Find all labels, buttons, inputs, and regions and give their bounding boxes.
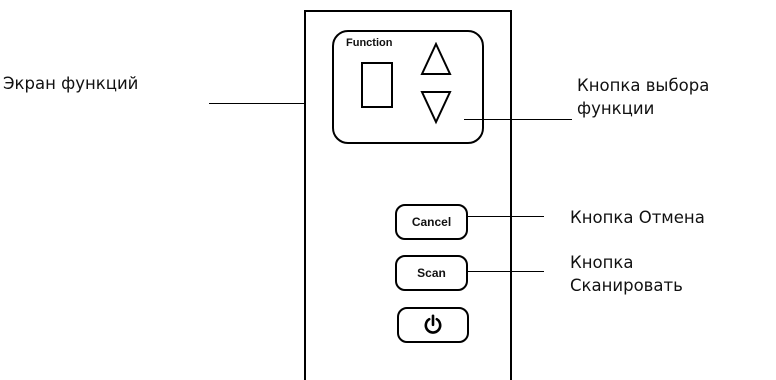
power-icon (424, 314, 442, 334)
triangle-up-icon-svg (420, 41, 452, 75)
triangle-down-icon[interactable] (420, 90, 452, 126)
label-function-select: Кнопка выбора функции (577, 74, 709, 120)
function-label: Function (346, 37, 393, 49)
label-scan-line2: Сканировать (570, 276, 683, 295)
function-panel (332, 30, 484, 144)
function-display (361, 62, 393, 108)
leader-line-scan (468, 271, 544, 272)
label-function-select-line1: Кнопка выбора (577, 76, 710, 95)
label-cancel: Кнопка Отмена (570, 208, 705, 227)
power-button[interactable] (397, 307, 469, 343)
cancel-button[interactable]: Cancel (395, 204, 468, 240)
leader-line-function-screen (209, 103, 306, 104)
label-scan-line1: Кнопка (570, 253, 634, 272)
label-function-screen: Экран функций (3, 74, 139, 93)
label-scan: Кнопка Сканировать (570, 251, 683, 297)
triangle-up-icon[interactable] (420, 41, 452, 78)
scanner-panel-diagram: Function Cancel Scan Экран функций Кнопк… (3, 10, 709, 380)
triangle-down-icon-svg (420, 91, 452, 125)
leader-line-function-select (464, 119, 572, 120)
label-function-select-line2: функции (577, 99, 655, 118)
leader-line-cancel (468, 216, 544, 217)
scan-button[interactable]: Scan (395, 255, 468, 291)
